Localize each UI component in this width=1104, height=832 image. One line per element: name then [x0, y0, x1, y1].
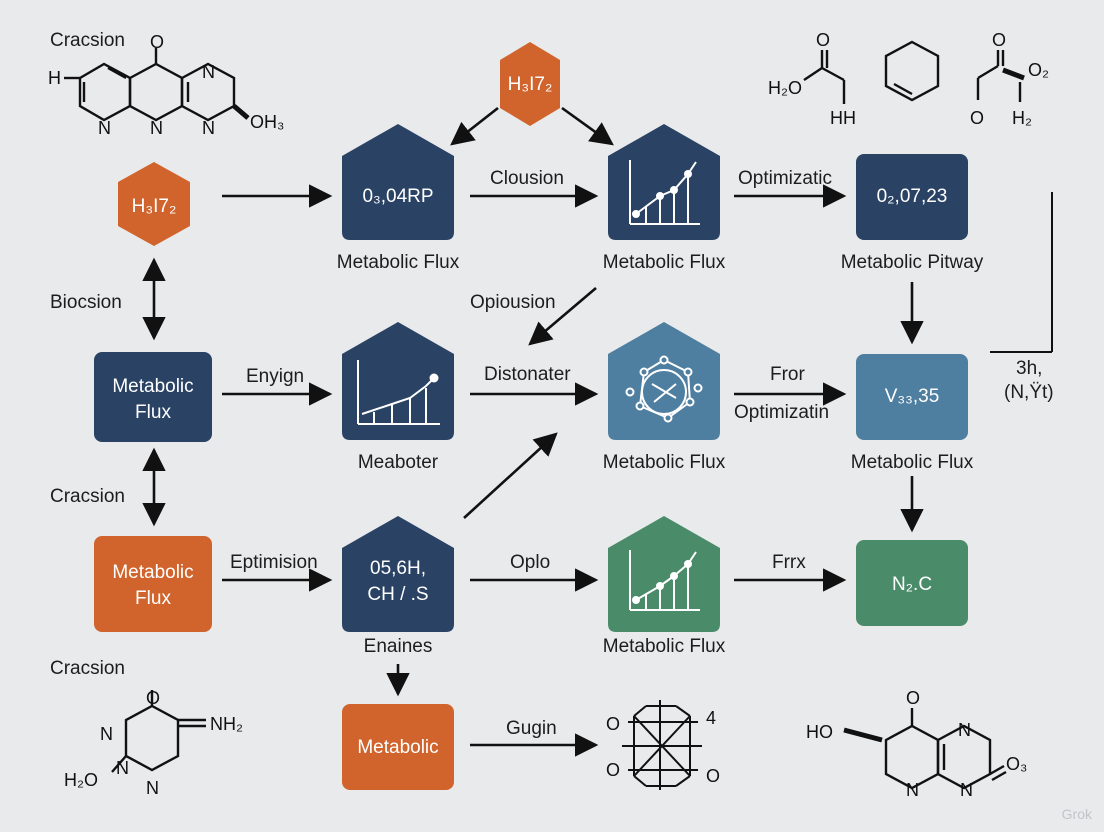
rect-node-r2c0-line1: Metabolic [112, 376, 193, 397]
chem-atom: O [970, 108, 984, 128]
rect-node-r2c3 [856, 354, 968, 440]
rect-node-r3c0-line1: Metabolic [112, 562, 193, 583]
edge-label-r1-12: Clousion [490, 168, 564, 189]
chart-icon [629, 550, 700, 611]
arrow [561, 106, 614, 146]
arrow [450, 106, 499, 146]
rect-node-r3c3-label: N₂.C [892, 574, 932, 595]
chem-atom: O [706, 766, 720, 786]
rect-node-r4c1 [342, 704, 454, 790]
edge-label-r4: Gugin [506, 718, 557, 739]
chem-atom: O [992, 30, 1006, 50]
rect-node-r1c3 [856, 154, 968, 240]
chem-atom: H [48, 68, 61, 88]
hexagon-node-left [118, 162, 190, 246]
arrow [528, 287, 597, 346]
arrow [463, 432, 558, 519]
chem-atom: O [146, 688, 160, 708]
rect-node-r3c3 [856, 540, 968, 626]
chem-atom: HO [806, 722, 833, 742]
house-node-r3c1 [342, 516, 454, 632]
house-node-r1c1 [342, 124, 454, 240]
chem-atom: O [816, 30, 830, 50]
caption-r1c1: Metabolic Flux [336, 252, 460, 273]
chem-atom: N [202, 62, 215, 82]
chem-atom: N [146, 778, 159, 798]
edge-label-diagonal: Opiousion [470, 292, 556, 313]
edge-label-r2-12: Distonater [484, 364, 571, 385]
house-node-r3c1-line2: CH / .S [367, 584, 428, 605]
house-node-r1c1-label: 0₃,04RP [362, 186, 433, 207]
chem-atom: O [606, 714, 620, 734]
chem-atom: O [906, 688, 920, 708]
rect-node-r3c0 [94, 536, 212, 632]
annotation-right-2: (N,Ÿt) [1004, 382, 1054, 403]
chem-atom: N [150, 118, 163, 138]
caption-r2c1: Meaboter [357, 452, 439, 473]
rect-node-r2c0-line2: Flux [135, 402, 171, 423]
label-cracsion-bottom: Cracsion [50, 658, 125, 679]
edge-label-r2-23a: Fror [770, 364, 805, 385]
rect-node-r4c1-label: Metabolic [357, 737, 438, 758]
chem-atom: HH [830, 108, 856, 128]
edge-label-r2-23b: Optimizatin [734, 402, 830, 423]
chem-atom: N [960, 780, 973, 800]
annotation-right-1: 3h, [1016, 358, 1043, 379]
chem-atom: N [98, 118, 111, 138]
chem-atom: O [150, 32, 164, 52]
chem-atom: 4 [706, 708, 716, 728]
rect-node-r1c3-label: 0₂,07,23 [877, 186, 948, 207]
edge-label-r3-23: Frrx [772, 552, 806, 573]
chem-atom: H₂O [768, 78, 802, 98]
hexagon-node-top-label: H₃I7₂ [508, 74, 553, 95]
chem-structure-bottom-center [622, 700, 702, 790]
label-cracsion-top: Cracsion [50, 30, 125, 51]
edge-label-r2-left: Enyign [246, 366, 305, 387]
chem-structure-bottom-left [111, 690, 206, 773]
caption-r1c3: Metabolic Pitway [840, 252, 984, 273]
rect-node-r3c0-line2: Flux [135, 588, 171, 609]
caption-r3c2: Metabolic Flux [602, 636, 726, 657]
chem-atom: N [906, 780, 919, 800]
network-icon [625, 355, 703, 423]
chem-atom: N [100, 724, 113, 744]
chem-atom: O₂ [1028, 60, 1049, 80]
chem-atom: N [958, 720, 971, 740]
chem-structure-top-left [64, 48, 250, 122]
chem-atom: H₂ [1012, 108, 1032, 128]
chem-atom: N [202, 118, 215, 138]
chem-atom: N [116, 758, 129, 778]
hexagon-node-left-label: H₃I7₂ [132, 196, 177, 217]
chart-icon [357, 360, 440, 425]
chem-structure-bottom-right [843, 708, 1007, 790]
house-node-r3c1-line1: 05,6H, [370, 558, 426, 579]
edge-label-r3-12: Oplo [510, 552, 551, 573]
chart-icon [629, 160, 700, 225]
edge-label-r1-23: Optimizatic [738, 168, 832, 189]
chem-atom: OH₃ [250, 112, 284, 132]
rect-node-r2c0 [94, 352, 212, 442]
chem-structure-top-right [803, 40, 1025, 104]
caption-r2c3: Metabolic Flux [850, 452, 974, 473]
hexagon-node-top [500, 42, 560, 126]
house-node-r1c2 [608, 124, 720, 240]
label-biocsion: Biocsion [50, 292, 122, 313]
chem-atom: H₂O [64, 770, 98, 790]
chem-atom: NH₂ [210, 714, 243, 734]
chem-atom: O₃ [1006, 754, 1027, 774]
watermark: Grok [1061, 806, 1092, 822]
house-node-r3c2 [608, 516, 720, 632]
caption-r3c1: Enaines [363, 636, 433, 657]
chem-atom: O [606, 760, 620, 780]
caption-r2c2: Metabolic Flux [602, 452, 726, 473]
rect-node-r2c3-label: V₃₃,35 [885, 386, 940, 407]
edge-label-r3-left: Eptimision [230, 552, 318, 573]
house-node-r2c2 [608, 322, 720, 440]
caption-r1c2: Metabolic Flux [602, 252, 726, 273]
label-cracsion-mid: Cracsion [50, 486, 125, 507]
